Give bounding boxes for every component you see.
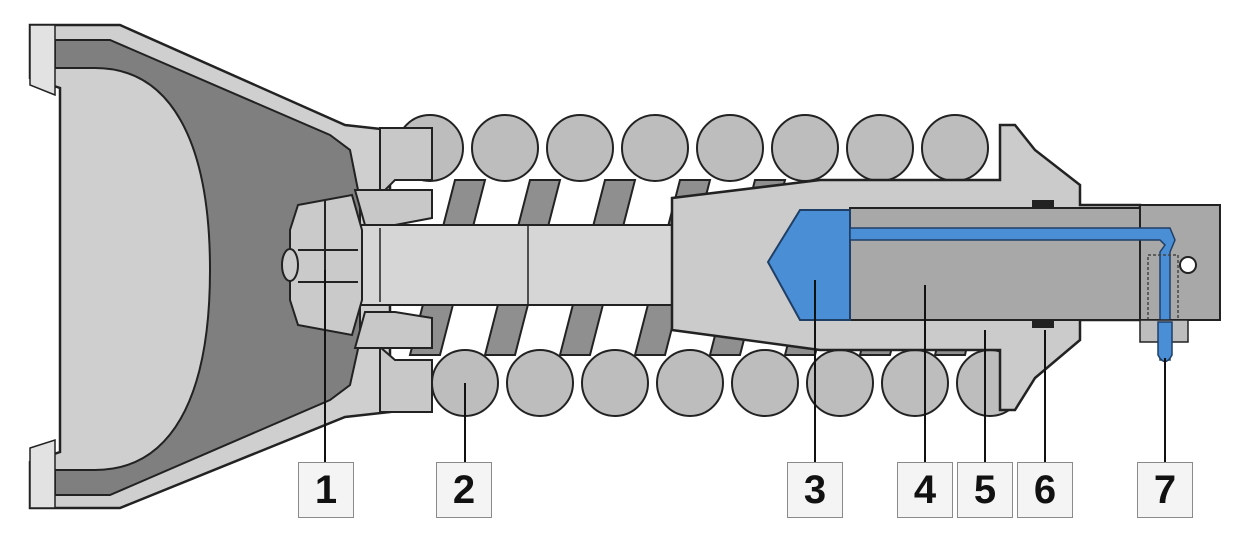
spring-coil bbox=[806, 349, 874, 417]
spring-coil bbox=[581, 349, 649, 417]
callout-7: 7 bbox=[1137, 462, 1193, 518]
callout-4: 4 bbox=[897, 462, 953, 518]
callout-5: 5 bbox=[957, 462, 1013, 518]
spring-seat-left bbox=[353, 127, 433, 413]
callout-2: 2 bbox=[436, 462, 492, 518]
spring-coil bbox=[471, 114, 539, 182]
fork-inner-cavity bbox=[54, 39, 361, 496]
spring-lower-coils bbox=[431, 349, 1024, 417]
seals bbox=[1032, 200, 1054, 328]
cylinder-bore bbox=[849, 207, 1141, 321]
spring-coil bbox=[881, 349, 949, 417]
fork-edge-strips bbox=[29, 24, 56, 509]
spring-coil bbox=[506, 349, 574, 417]
hydraulic-piston bbox=[766, 209, 851, 321]
callout-3: 3 bbox=[787, 462, 843, 518]
callout-1: 1 bbox=[298, 462, 354, 518]
leader-lines bbox=[324, 270, 1166, 462]
spring-coil bbox=[656, 349, 724, 417]
spring-coil bbox=[696, 114, 764, 182]
end-cap-bore bbox=[1179, 256, 1197, 274]
callout-6: 6 bbox=[1017, 462, 1073, 518]
spring-coil bbox=[546, 114, 614, 182]
spring-upper-coils bbox=[396, 114, 989, 182]
spring-coil bbox=[846, 114, 914, 182]
spring-coil bbox=[921, 114, 989, 182]
spring-coil bbox=[771, 114, 839, 182]
spring-coil bbox=[621, 114, 689, 182]
oil-channel bbox=[849, 227, 1176, 361]
spring-coil bbox=[731, 349, 799, 417]
hex-nut bbox=[281, 193, 363, 337]
